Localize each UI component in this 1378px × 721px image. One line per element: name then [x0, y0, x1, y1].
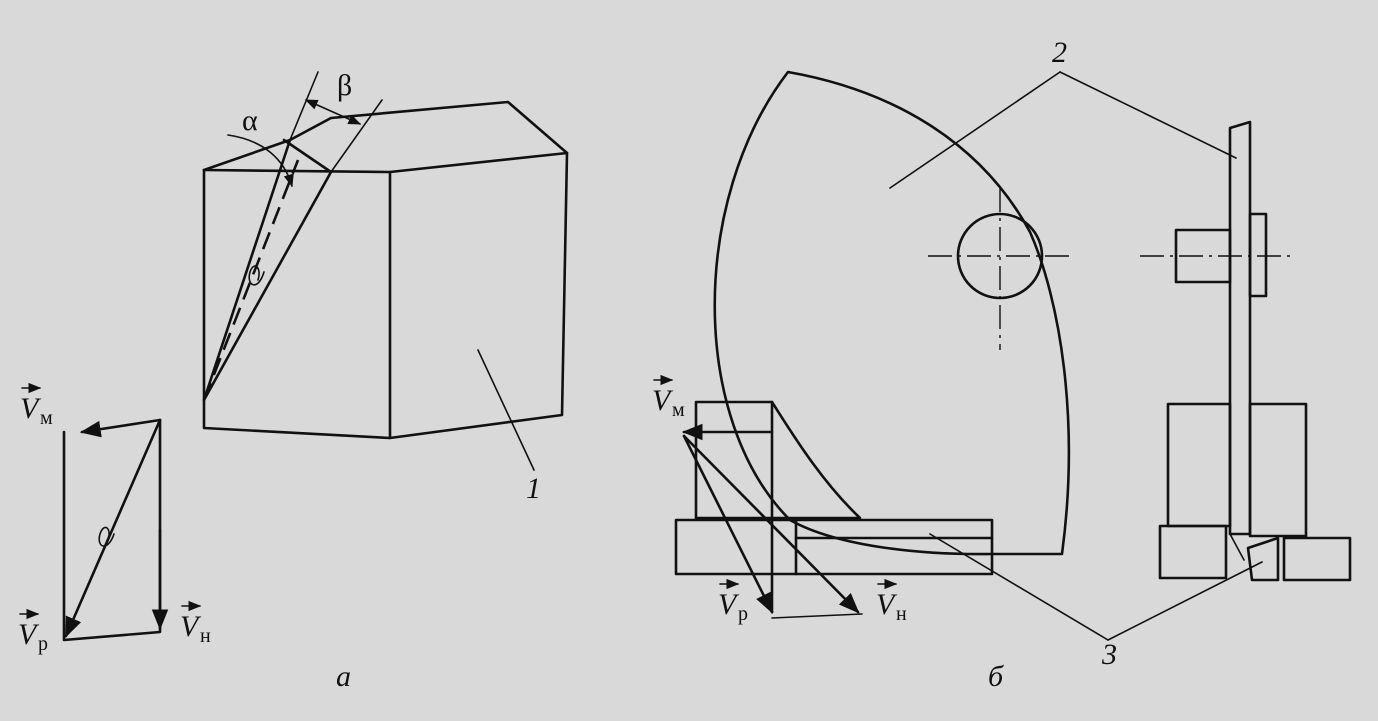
leader-3-right: [1107, 561, 1263, 641]
svg-text:V: V: [876, 588, 898, 621]
vector-vn-b: V н: [876, 578, 907, 625]
svg-text:м: м: [40, 407, 53, 429]
cushion-left: [674, 400, 994, 614]
panel-b: V м V р V н 2: [652, 36, 1352, 693]
svg-text:V: V: [652, 384, 674, 417]
svg-text:н: н: [896, 603, 907, 625]
vector-vm-a: V м: [20, 382, 53, 429]
panel-a: α β 1 V м V р V н а: [18, 69, 569, 693]
vector-vn-a: V н: [180, 600, 211, 647]
knife-disc: [713, 70, 1237, 556]
svg-text:V: V: [718, 588, 740, 621]
svg-text:р: р: [738, 603, 748, 625]
svg-text:V: V: [20, 392, 42, 425]
part-2-label: 2: [1052, 36, 1067, 69]
vector-vm-b: V м: [652, 374, 685, 421]
caption-b: б: [988, 660, 1004, 693]
beta-label: β: [337, 69, 352, 102]
svg-text:V: V: [180, 610, 202, 643]
blade-block: [202, 71, 569, 471]
svg-text:р: р: [38, 633, 48, 655]
part-1-label: 1: [526, 472, 541, 505]
svg-text:н: н: [200, 625, 211, 647]
part-3-label: 3: [1101, 638, 1117, 671]
alpha-label: α: [242, 104, 258, 137]
svg-text:м: м: [672, 399, 685, 421]
side-view: [1140, 120, 1352, 582]
leader-3-left: [929, 533, 1109, 641]
velocity-vectors-b: [681, 423, 863, 619]
caption-a: а: [336, 660, 351, 693]
vector-vp-b: V р: [718, 578, 748, 625]
vector-vp-a: V р: [18, 608, 48, 655]
velocity-triangle-a: [62, 418, 169, 642]
svg-text:V: V: [18, 618, 40, 651]
